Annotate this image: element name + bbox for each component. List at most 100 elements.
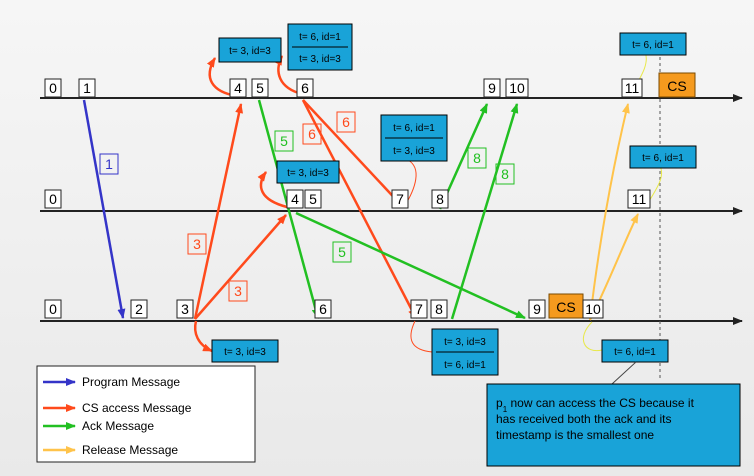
p1-tick-5: 5 — [251, 78, 269, 98]
svg-text:CS: CS — [667, 78, 686, 94]
svg-text:8: 8 — [436, 191, 444, 207]
svg-text:t= 3, id=3: t= 3, id=3 — [229, 46, 271, 57]
svg-text:7: 7 — [415, 301, 423, 317]
p1-tick-6: 6 — [296, 78, 314, 98]
svg-text:t= 6, id=1: t= 6, id=1 — [632, 40, 674, 51]
enqueue-curve-p2-t3 — [257, 171, 288, 209]
svg-text:10: 10 — [509, 80, 525, 96]
svg-text:6: 6 — [319, 301, 327, 317]
program-message-arrow — [82, 99, 126, 319]
p3-tick-3: 3 — [176, 299, 194, 319]
p1-tick-10: 10 — [505, 78, 529, 98]
svg-text:7: 7 — [396, 191, 404, 207]
cs-request-p1-to-p3 — [301, 99, 418, 319]
p2-tick-7: 7 — [391, 189, 409, 209]
svg-text:1: 1 — [83, 80, 91, 96]
p1-tick-1: 1 — [78, 78, 96, 98]
ack-label-5b: 5 — [338, 244, 346, 260]
p2-tick-8: 8 — [431, 189, 449, 209]
queue-box-p3-t3: t= 3, id=3 — [211, 339, 279, 363]
queue-box-p2-t7: t= 6, id=1 t= 3, id=3 — [380, 114, 448, 162]
p2-tick-0: 0 — [44, 189, 62, 209]
p3-tick-0: 0 — [44, 299, 62, 319]
legend: Program Message CS access Message Ack Me… — [36, 365, 256, 463]
legend-ack: Ack Message — [82, 419, 154, 433]
cs-request-label-6b: 6 — [308, 126, 316, 142]
svg-text:timestamp is the smallest one: timestamp is the smallest one — [496, 428, 654, 442]
svg-text:8: 8 — [435, 301, 443, 317]
svg-text:0: 0 — [49, 301, 57, 317]
ack-p2-to-p3 — [295, 211, 526, 320]
svg-text:4: 4 — [291, 191, 299, 207]
p2-tick-5: 5 — [304, 189, 322, 209]
p3-tick-6: 6 — [314, 299, 332, 319]
cs-request-p3-to-p2 — [194, 214, 287, 320]
release-enqueue-curve-p3 — [582, 321, 603, 352]
note-pointer — [611, 361, 637, 385]
svg-text:CS: CS — [556, 299, 575, 315]
p3-tick-2: 2 — [130, 299, 148, 319]
svg-text:t= 6, id=1: t= 6, id=1 — [642, 153, 684, 164]
queue-box-p2-t4: t= 3, id=3 — [276, 160, 340, 184]
ack-label-5a: 5 — [280, 133, 288, 149]
svg-text:4: 4 — [234, 80, 242, 96]
ack-label-8b: 8 — [501, 166, 509, 182]
svg-text:5: 5 — [256, 80, 264, 96]
svg-text:t= 3, id=3: t= 3, id=3 — [393, 146, 435, 157]
cs-request-p1-to-p2 — [302, 99, 403, 207]
legend-release: Release Message — [82, 443, 178, 457]
ack-label-8a: 8 — [473, 150, 481, 166]
p3-tick-10: 10 — [582, 299, 604, 319]
p1-tick-4: 4 — [229, 78, 247, 98]
svg-text:has received both the ack and: has received both the ack and its — [496, 412, 671, 426]
cs-request-label-3a: 3 — [193, 236, 201, 252]
svg-text:11: 11 — [632, 191, 647, 207]
queue-box-p3-t10: t= 6, id=1 — [601, 339, 669, 363]
queue-box-p1-t11: t= 6, id=1 — [619, 32, 687, 56]
cs-request-label-6a: 6 — [342, 114, 350, 130]
release-p3-to-p1 — [589, 103, 630, 321]
p3-tick-9: 9 — [528, 299, 546, 319]
svg-text:t= 6, id=1: t= 6, id=1 — [393, 123, 435, 134]
svg-text:t= 3, id=3: t= 3, id=3 — [299, 54, 341, 65]
note-box: p1 now can access the CS because it has … — [486, 383, 741, 467]
svg-text:t= 6, id=1: t= 6, id=1 — [444, 360, 486, 371]
svg-text:t= 3, id=3: t= 3, id=3 — [287, 168, 329, 179]
p2-tick-11: 11 — [627, 189, 651, 209]
svg-text:t= 6, id=1: t= 6, id=1 — [614, 347, 656, 358]
svg-text:9: 9 — [533, 301, 541, 317]
svg-text:2: 2 — [135, 301, 143, 317]
ack-p1-to-p3 — [257, 99, 320, 319]
p3-cs-box: CS — [548, 293, 584, 319]
p3-tick-7: 7 — [410, 299, 428, 319]
svg-text:9: 9 — [488, 80, 496, 96]
svg-text:11: 11 — [625, 80, 640, 96]
ack-p3-to-p1 — [450, 103, 519, 320]
svg-text:p1 now can access the CS becau: p1 now can access the CS because it — [496, 396, 695, 414]
queue-box-p1-t4: t= 3, id=3 — [218, 37, 282, 63]
p1-tick-0: 0 — [44, 78, 62, 98]
p3-tick-8: 8 — [430, 299, 448, 319]
enqueue-curve-p3-t7 — [410, 320, 433, 353]
p1-cs-box: CS — [658, 72, 696, 98]
enqueue-curve-p3-t3 — [194, 320, 213, 353]
svg-text:6: 6 — [301, 80, 309, 96]
svg-text:t= 3, id=3: t= 3, id=3 — [224, 347, 266, 358]
queue-box-p1-t6: t= 6, id=1 t= 3, id=3 — [287, 23, 353, 71]
svg-text:5: 5 — [309, 191, 317, 207]
legend-program: Program Message — [82, 375, 180, 389]
queue-box-p2-t11: t= 6, id=1 — [629, 145, 697, 169]
svg-text:3: 3 — [181, 301, 189, 317]
svg-text:0: 0 — [49, 80, 57, 96]
p1-tick-11: 11 — [621, 78, 643, 98]
program-message-label: 1 — [105, 156, 113, 172]
p2-tick-4: 4 — [286, 189, 304, 209]
svg-text:10: 10 — [585, 301, 601, 317]
queue-box-p3-t7: t= 3, id=3 t= 6, id=1 — [431, 328, 499, 376]
svg-text:0: 0 — [49, 191, 57, 207]
p1-tick-9: 9 — [483, 78, 501, 98]
legend-cs-access: CS access Message — [82, 401, 192, 415]
cs-request-label-3b: 3 — [234, 283, 242, 299]
svg-text:t= 3, id=3: t= 3, id=3 — [444, 337, 486, 348]
